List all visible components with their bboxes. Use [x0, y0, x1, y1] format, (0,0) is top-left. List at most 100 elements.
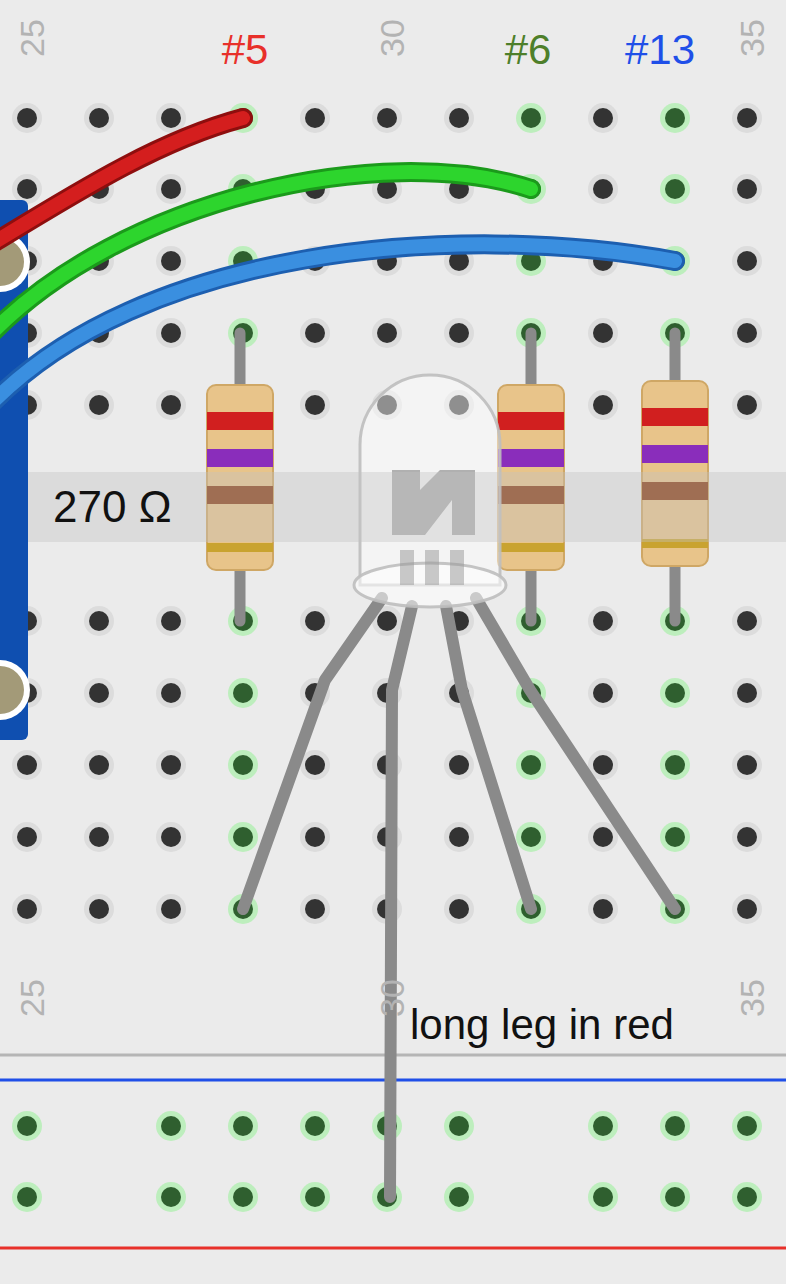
- hole: [305, 755, 325, 775]
- hole-ring: [516, 750, 546, 780]
- gpio-pin-label: #6: [505, 29, 552, 71]
- hole-ring: [156, 678, 186, 708]
- hole: [17, 899, 37, 919]
- hole-ring: [444, 750, 474, 780]
- hole-ring: [588, 103, 618, 133]
- cobbler-board: [0, 200, 30, 740]
- hole-ring: [84, 822, 114, 852]
- hole: [593, 683, 613, 703]
- resistor-value: 270 Ω: [53, 485, 172, 529]
- hole-ring: [516, 822, 546, 852]
- hole-ring: [444, 822, 474, 852]
- hole-ring: [372, 103, 402, 133]
- hole: [593, 611, 613, 631]
- hole: [161, 611, 181, 631]
- hole: [305, 1187, 325, 1207]
- hole-ring: [588, 1182, 618, 1212]
- hole-ring: [156, 1111, 186, 1141]
- jumper-wires: [0, 118, 675, 405]
- hole-ring: [444, 1111, 474, 1141]
- hole-ring: [156, 318, 186, 348]
- hole: [449, 899, 469, 919]
- hole: [737, 323, 757, 343]
- hole-ring: [732, 390, 762, 420]
- hole: [665, 108, 685, 128]
- hole: [17, 179, 37, 199]
- hole-ring: [372, 318, 402, 348]
- column-number: 30: [375, 979, 409, 1017]
- hole: [665, 827, 685, 847]
- hole: [305, 899, 325, 919]
- hole-ring: [156, 894, 186, 924]
- hole: [593, 899, 613, 919]
- hole-ring: [660, 822, 690, 852]
- hole: [17, 1187, 37, 1207]
- hole-ring: [732, 246, 762, 276]
- hole-ring: [588, 606, 618, 636]
- hole: [593, 755, 613, 775]
- hole: [593, 1116, 613, 1136]
- hole: [377, 108, 397, 128]
- hole: [377, 323, 397, 343]
- led-legs: [243, 598, 675, 1197]
- hole-ring: [444, 318, 474, 348]
- hole: [737, 395, 757, 415]
- hole-ring: [732, 606, 762, 636]
- hole: [449, 1116, 469, 1136]
- hole-ring: [228, 750, 258, 780]
- hole-ring: [660, 1111, 690, 1141]
- hole: [665, 1116, 685, 1136]
- hole: [665, 683, 685, 703]
- hole-ring: [660, 174, 690, 204]
- hole-ring: [300, 103, 330, 133]
- breadboard-holes: [12, 103, 762, 1212]
- hole-ring: [588, 1111, 618, 1141]
- hole-ring: [12, 103, 42, 133]
- hole: [665, 755, 685, 775]
- hole: [89, 395, 109, 415]
- positive-rail-line: [0, 1247, 786, 1250]
- hole-ring: [84, 750, 114, 780]
- hole: [521, 755, 541, 775]
- hole: [737, 1187, 757, 1207]
- hole: [305, 108, 325, 128]
- hole-ring: [732, 103, 762, 133]
- hole: [161, 683, 181, 703]
- column-number: 35: [735, 19, 769, 57]
- hole-ring: [84, 390, 114, 420]
- hole: [89, 611, 109, 631]
- hole: [233, 827, 253, 847]
- gpio-pin-label: #5: [222, 29, 269, 71]
- hole: [233, 1116, 253, 1136]
- hole-ring: [300, 318, 330, 348]
- hole-ring: [732, 822, 762, 852]
- hole: [593, 395, 613, 415]
- hole: [161, 899, 181, 919]
- hole-ring: [588, 318, 618, 348]
- hole-ring: [156, 822, 186, 852]
- hole: [665, 1187, 685, 1207]
- value-band: 270 Ω: [28, 472, 786, 542]
- hole-ring: [12, 822, 42, 852]
- hole-ring: [84, 103, 114, 133]
- hole: [521, 108, 541, 128]
- hole-ring: [732, 174, 762, 204]
- hole-ring: [12, 1111, 42, 1141]
- hole-ring: [84, 606, 114, 636]
- hole-ring: [660, 750, 690, 780]
- hole: [449, 827, 469, 847]
- hole: [161, 108, 181, 128]
- column-number: 30: [375, 19, 409, 57]
- hole: [665, 179, 685, 199]
- hole-ring: [732, 318, 762, 348]
- hole-ring: [300, 1182, 330, 1212]
- hole: [449, 108, 469, 128]
- hole: [449, 323, 469, 343]
- hole-ring: [300, 1111, 330, 1141]
- hole: [737, 251, 757, 271]
- hole-ring: [300, 390, 330, 420]
- hole-ring: [156, 246, 186, 276]
- hole-ring: [12, 174, 42, 204]
- hole-ring: [588, 678, 618, 708]
